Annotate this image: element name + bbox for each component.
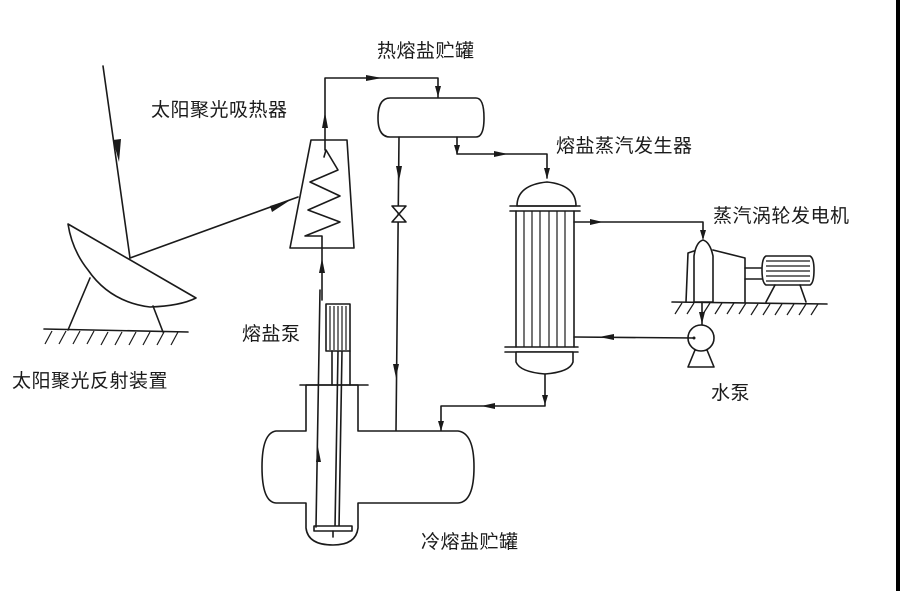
pipe-water-pump-to-steam-generator xyxy=(573,334,695,340)
hot-tank-icon xyxy=(377,97,485,138)
cold-tank-icon xyxy=(261,384,475,546)
arrow-icon xyxy=(270,199,292,212)
label-receiver: 太阳聚光吸热器 xyxy=(151,99,288,121)
pipe-receiver-to-hot-tank xyxy=(322,75,441,151)
sunlight-ray xyxy=(102,65,131,259)
turbine-generator-icon xyxy=(671,239,828,316)
pipe-turbine-to-water-pump xyxy=(699,301,705,326)
valve-icon xyxy=(391,205,407,223)
receiver-icon xyxy=(289,139,355,249)
label-turbine-generator: 蒸汽涡轮发电机 xyxy=(713,205,850,227)
label-cold-tank: 冷熔盐贮罐 xyxy=(421,531,519,553)
label-steam-generator: 熔盐蒸汽发生器 xyxy=(556,135,693,157)
label-hot-tank: 热熔盐贮罐 xyxy=(377,40,475,62)
label-salt-pump: 熔盐泵 xyxy=(242,323,301,345)
label-reflector: 太阳聚光反射装置 xyxy=(12,370,169,392)
page-edge-border xyxy=(896,0,900,591)
dish-reflector-icon xyxy=(43,223,197,346)
pipe-steam-generator-to-cold-tank xyxy=(438,373,548,432)
label-water-pump: 水泵 xyxy=(711,382,751,404)
pipe-steam-to-turbine xyxy=(573,219,706,240)
steam-generator-icon xyxy=(504,181,581,375)
reflected-ray xyxy=(129,196,299,259)
pipe-hot-tank-to-cold-tank xyxy=(393,136,402,432)
pipe-hot-tank-to-steam-generator xyxy=(454,136,550,179)
salt-pump-icon xyxy=(313,303,353,538)
pipe-cold-tank-to-receiver xyxy=(315,247,325,528)
arrow-icon xyxy=(113,139,121,162)
water-pump-icon xyxy=(687,324,715,368)
